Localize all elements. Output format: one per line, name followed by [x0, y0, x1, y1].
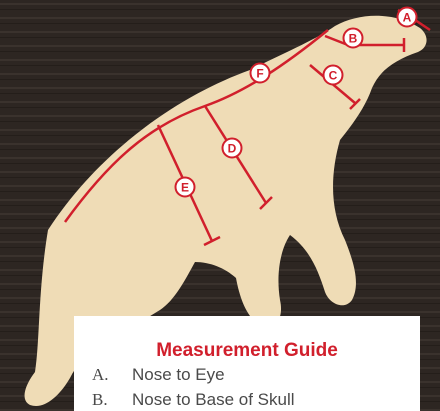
guide-title: Measurement Guide: [74, 340, 420, 362]
guide-row-a-letter: A.: [92, 365, 132, 385]
marker-e: E: [176, 178, 195, 197]
marker-b: B: [344, 29, 363, 48]
marker-f: F: [251, 64, 270, 83]
marker-letter: A: [403, 11, 412, 25]
guide-row-b-letter: B.: [92, 390, 132, 410]
guide-row-a: A.Nose to Eye: [92, 365, 225, 385]
marker-letter: D: [228, 142, 237, 156]
marker-c: C: [324, 66, 343, 85]
guide-row-b-text: Nose to Base of Skull: [132, 390, 295, 409]
marker-letter: F: [256, 67, 263, 81]
measurement-guide-card: Measurement Guide A.Nose to Eye B.Nose t…: [74, 316, 420, 411]
marker-letter: C: [329, 69, 338, 83]
guide-row-a-text: Nose to Eye: [132, 365, 225, 384]
guide-row-b: B.Nose to Base of Skull: [92, 390, 295, 410]
marker-d: D: [223, 139, 242, 158]
marker-letter: E: [181, 181, 189, 195]
marker-letter: B: [349, 32, 358, 46]
marker-a: A: [398, 8, 417, 27]
